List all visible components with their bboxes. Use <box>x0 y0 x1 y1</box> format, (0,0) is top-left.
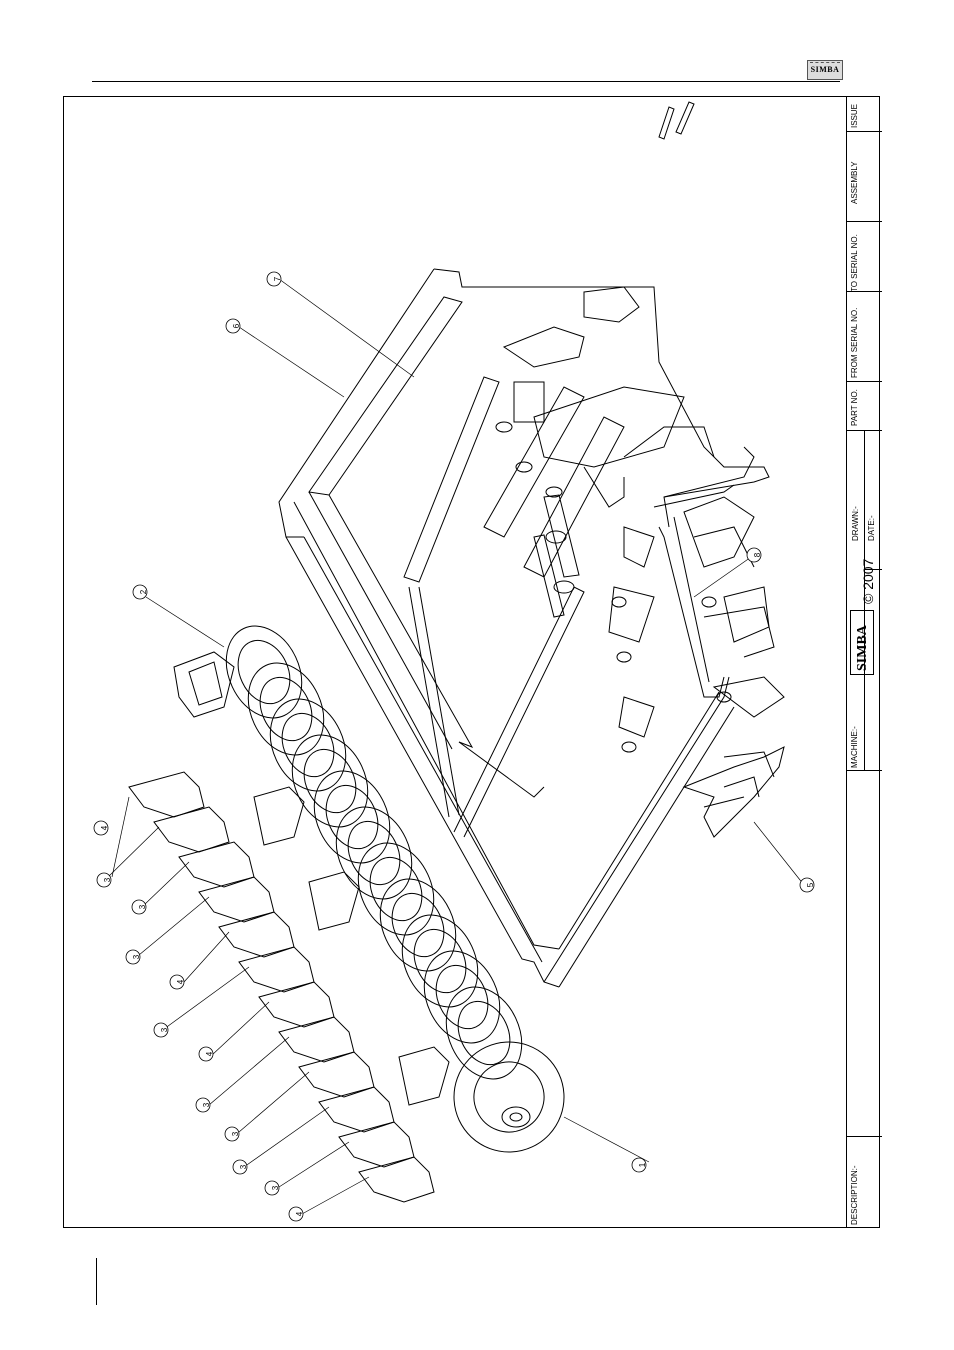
callout-4a: 4 <box>100 825 109 830</box>
callout-3e: 3 <box>202 1102 211 1107</box>
callout-3c: 3 <box>132 954 141 959</box>
machine-label: MACHINE:- <box>850 726 860 768</box>
simba-logo-text: SIMBA <box>808 65 842 74</box>
simba-logo: SIMBA <box>807 60 843 80</box>
page-margin-rule <box>96 1258 97 1305</box>
drawn-label: DRAWN:- <box>851 506 861 541</box>
callout-3a: 3 <box>103 877 112 882</box>
callout-circles <box>94 272 814 1221</box>
copyright-text: © 2007 <box>860 559 876 604</box>
callout-4c: 4 <box>205 1051 214 1056</box>
simba-title-logo-text: SIMBA <box>855 625 871 671</box>
part-no-label: PART NO. <box>850 389 860 426</box>
callout-3b: 3 <box>138 904 147 909</box>
header-rule <box>92 81 840 82</box>
date-label: DATE:- <box>867 515 877 541</box>
callout-2: 2 <box>139 589 148 594</box>
issue-label: ISSUE <box>850 104 860 128</box>
hydraulic-hoses <box>659 102 694 139</box>
callout-5: 5 <box>806 882 815 887</box>
callout-4b: 4 <box>176 979 185 984</box>
callout-8: 8 <box>753 552 762 557</box>
exploded-assembly-drawing: 1 2 4 3 3 3 4 3 4 3 3 3 3 4 5 6 7 8 <box>64 97 846 1227</box>
callout-6: 6 <box>232 323 241 328</box>
callout-labels: 1 2 4 3 3 3 4 3 4 3 3 3 3 4 5 6 7 8 <box>100 276 815 1216</box>
callout-4d: 4 <box>295 1211 304 1216</box>
callout-3d: 3 <box>160 1027 169 1032</box>
simba-title-logo: SIMBA <box>850 610 874 675</box>
assembly-label: ASSEMBLY <box>850 161 860 204</box>
callout-1: 1 <box>638 1162 647 1167</box>
main-frame <box>279 269 769 987</box>
disc-gang <box>174 614 582 1170</box>
callout-7: 7 <box>273 276 282 281</box>
callout-3h: 3 <box>271 1185 280 1190</box>
callout-3f: 3 <box>231 1131 240 1136</box>
description-label: DESCRIPTION:- <box>850 1165 860 1225</box>
from-serial-label: FROM SERIAL NO. <box>850 308 860 378</box>
to-serial-label: TO SERIAL NO. <box>850 234 860 292</box>
callout-3g: 3 <box>239 1164 248 1169</box>
